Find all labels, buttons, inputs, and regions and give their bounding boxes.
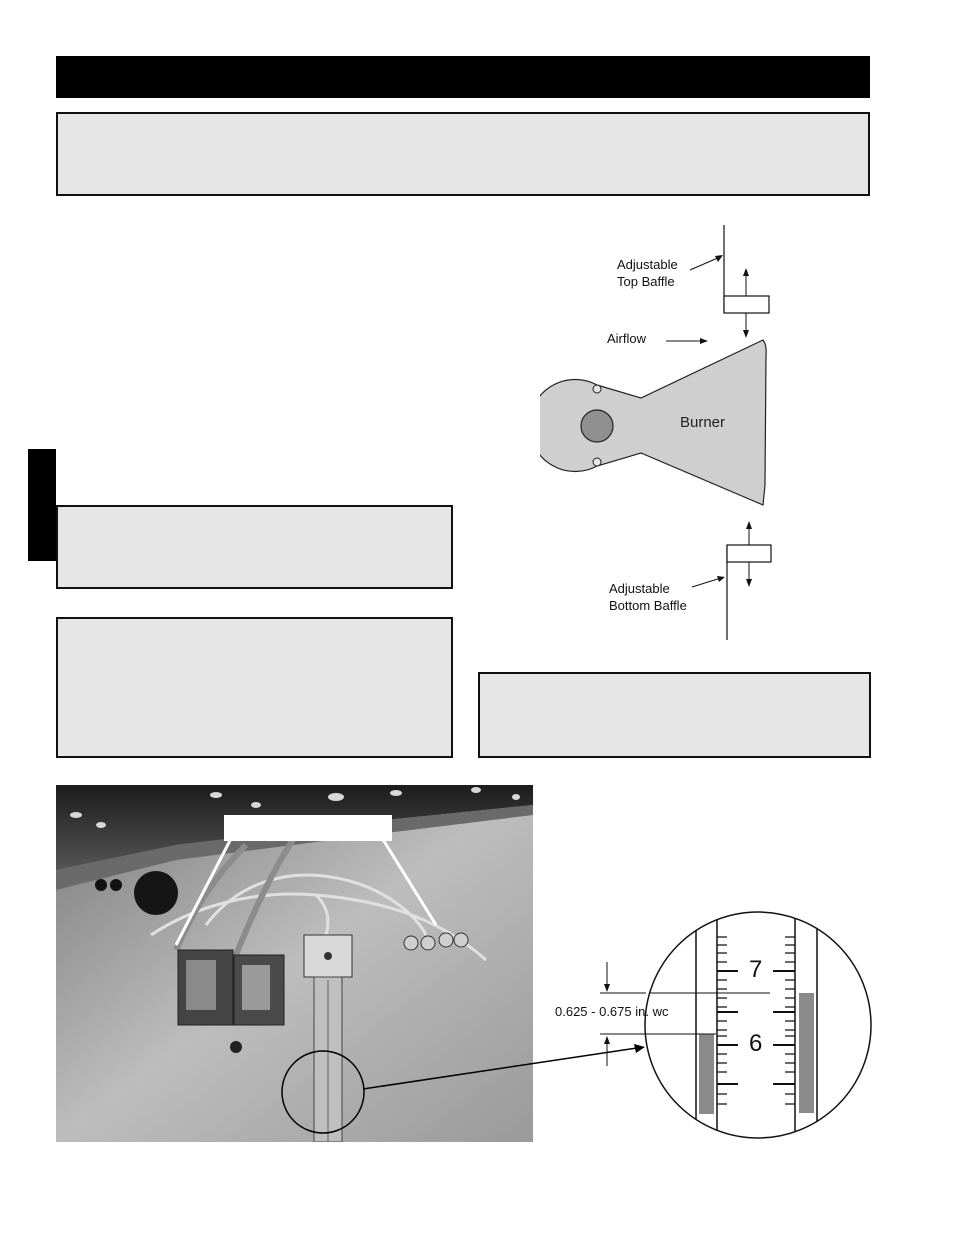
label-airflow: Airflow (607, 331, 647, 346)
gauge-left-fluid (699, 1034, 714, 1114)
gauge-detail-circle (644, 911, 872, 1139)
photo-callout-label (224, 815, 392, 841)
label-bottom-baffle: Adjustable Bottom Baffle (609, 580, 687, 614)
label-bottom-baffle-line1: Adjustable (609, 581, 670, 596)
bottom-baffle-plate (726, 544, 772, 563)
note-box-left-upper (56, 505, 453, 589)
baffle-burner-diagram (540, 225, 772, 640)
bottom-baffle-leader (691, 577, 722, 588)
gauge-detail (600, 911, 872, 1139)
label-top-baffle: Adjustable Top Baffle (617, 256, 678, 290)
manometer-photo (56, 785, 533, 1142)
gauge-scale-6: 6 (747, 1030, 765, 1057)
gauge-reading-range: 0.625 - 0.675 in. wc (555, 1004, 669, 1019)
label-top-baffle-line1: Adjustable (617, 257, 678, 272)
note-box-top (56, 112, 870, 196)
note-box-left-lower (56, 617, 453, 758)
label-top-baffle-line2: Top Baffle (617, 274, 675, 289)
detail-connector (362, 1044, 645, 1090)
burner-bolt-top (592, 384, 602, 394)
label-burner: Burner (680, 414, 726, 431)
section-side-tab (28, 449, 56, 561)
manometer-photo-illustration (56, 785, 533, 1142)
burner-center-hole (580, 409, 614, 443)
gauge-scale-7: 7 (747, 956, 765, 983)
section-header-bar (56, 56, 870, 98)
top-baffle-leader (689, 256, 721, 271)
photo-highlight-circle (281, 1050, 365, 1134)
label-bottom-baffle-line2: Bottom Baffle (609, 598, 687, 613)
top-baffle-plate (723, 295, 770, 314)
burner-bolt-bottom (592, 457, 602, 467)
burner-shape (540, 339, 767, 506)
gauge-right-fluid (799, 993, 814, 1113)
note-box-right (478, 672, 871, 758)
